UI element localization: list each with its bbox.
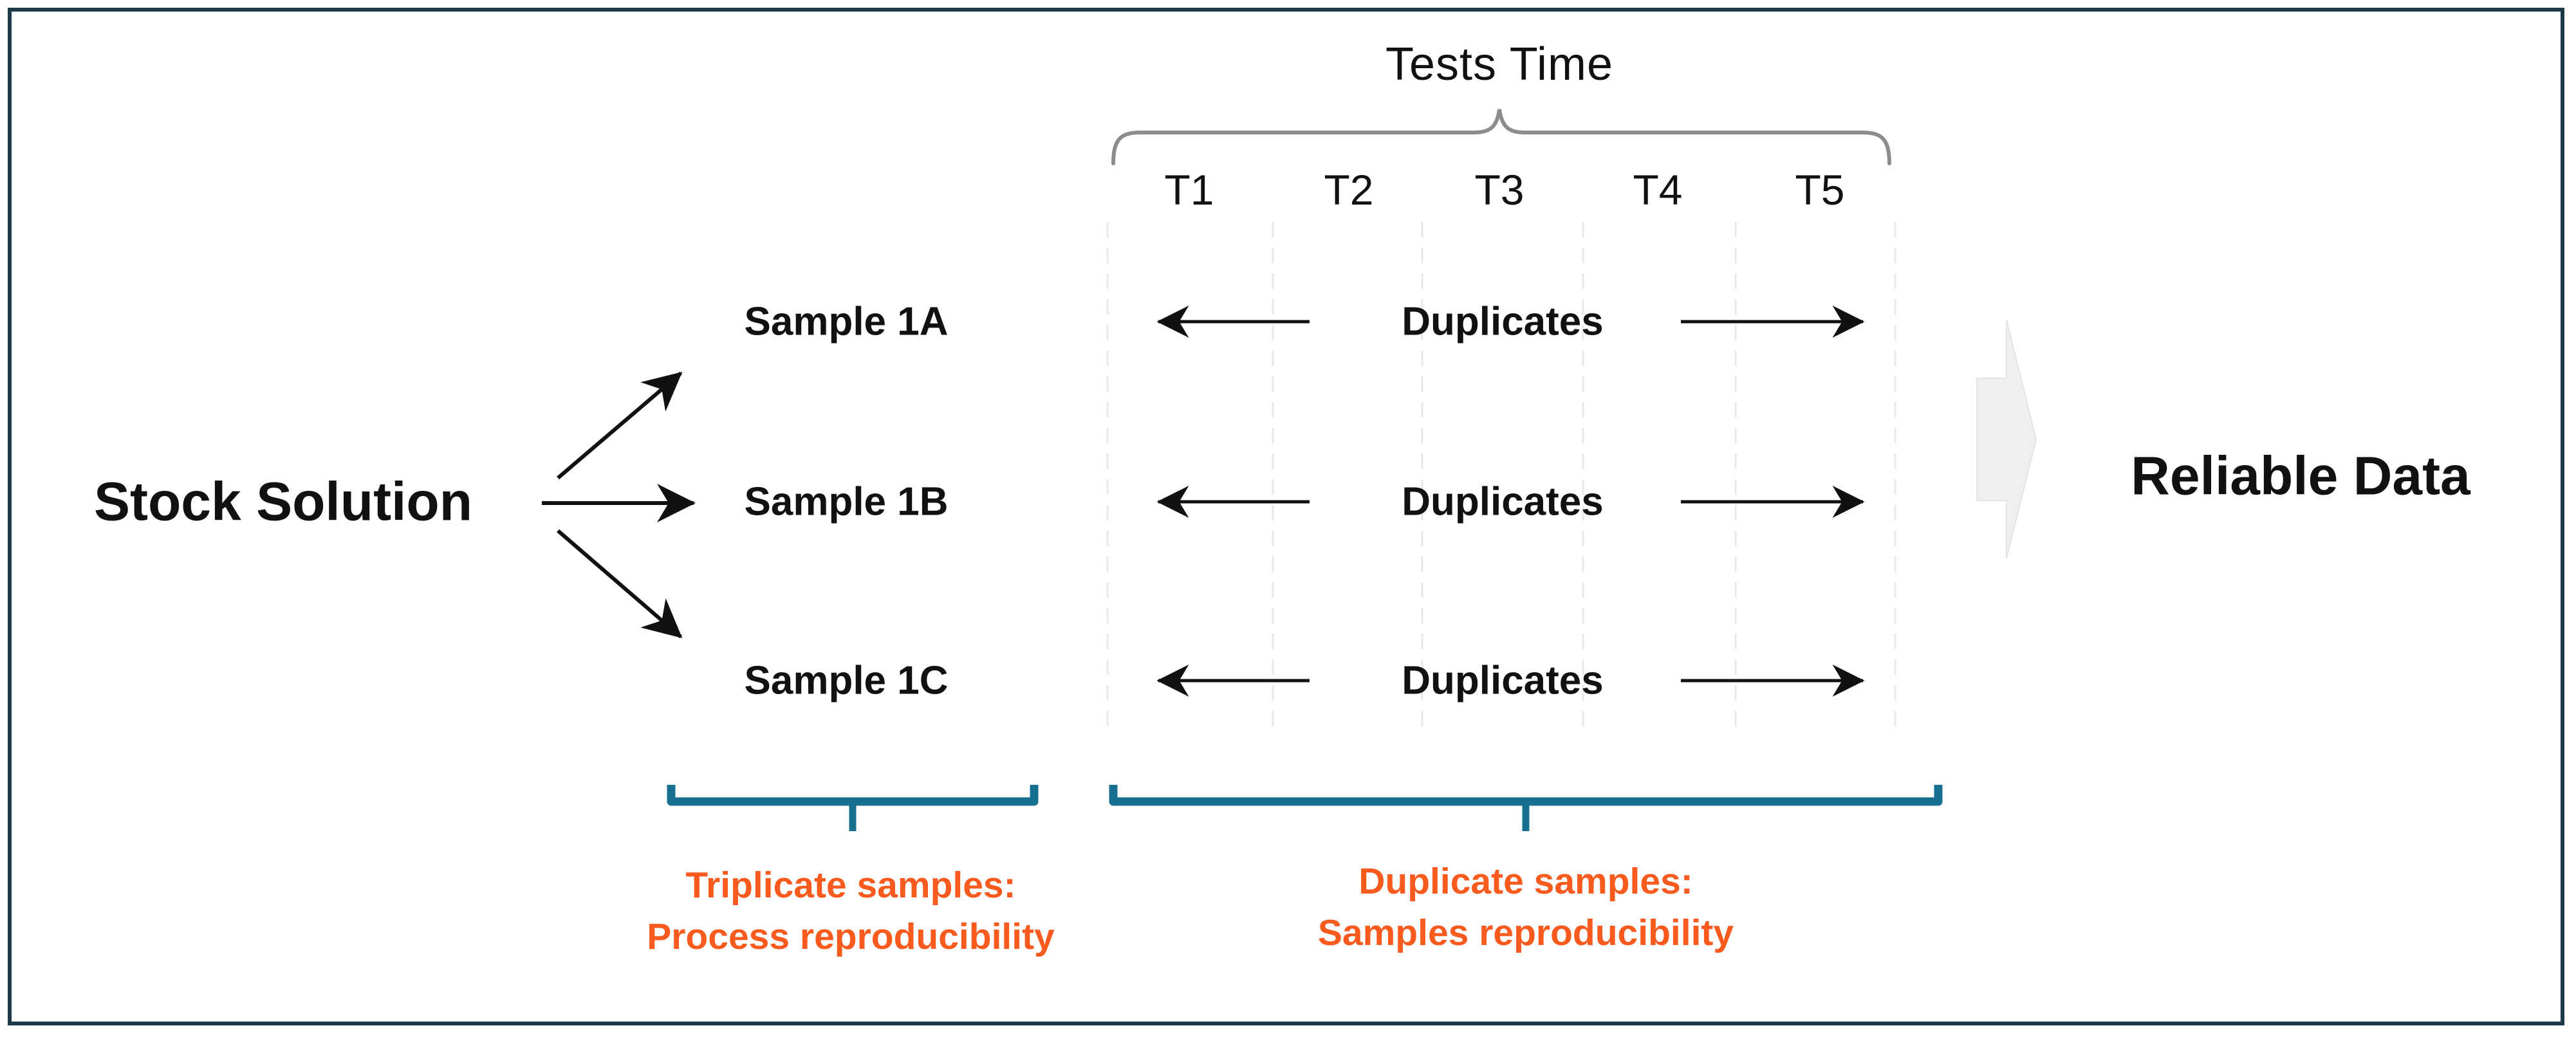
timepoint-t2: T2 [1324,166,1374,214]
diagram-frame [8,8,2564,1025]
duplicate-caption-line1: Duplicate samples: [1358,861,1693,902]
stock-solution-label: Stock Solution [94,471,472,532]
tests-time-title: Tests Time [1385,39,1614,90]
timepoint-t3: T3 [1474,166,1524,214]
triplicate-caption-line2: Process reproducibility [647,916,1055,957]
duplicates-label-row3: Duplicates [1402,658,1604,703]
timepoint-t5: T5 [1795,166,1845,214]
stock-arrow-down [557,529,683,639]
sample-1a-label: Sample 1A [744,299,949,344]
sample-1c-label: Sample 1C [744,658,949,703]
duplicate-brace [1109,785,1943,806]
sample-1b-label: Sample 1B [744,479,949,524]
stock-arrow-up [557,371,683,480]
stock-fan-arrows [542,371,696,639]
reliable-data-label: Reliable Data [2131,445,2470,506]
duplicates-arrows [1156,306,1865,697]
triplicate-caption-line1: Triplicate samples: [685,865,1016,906]
timepoint-t1: T1 [1164,166,1214,214]
column-dividers [1106,222,1896,733]
tests-time-brace [1111,109,1891,165]
duplicate-caption-line2: Samples reproducibility [1317,912,1734,953]
bottom-braces [667,785,1943,831]
triplicate-caption: Triplicate samples: Process reproducibil… [647,859,1055,962]
triplicate-brace [667,785,1039,806]
chevron-right-icon [1976,319,2037,559]
duplicates-label-row1: Duplicates [1402,299,1604,344]
duplicates-label-row2: Duplicates [1402,479,1604,524]
duplicate-caption: Duplicate samples: Samples reproducibili… [1318,856,1734,959]
timepoint-t4: T4 [1633,166,1683,214]
